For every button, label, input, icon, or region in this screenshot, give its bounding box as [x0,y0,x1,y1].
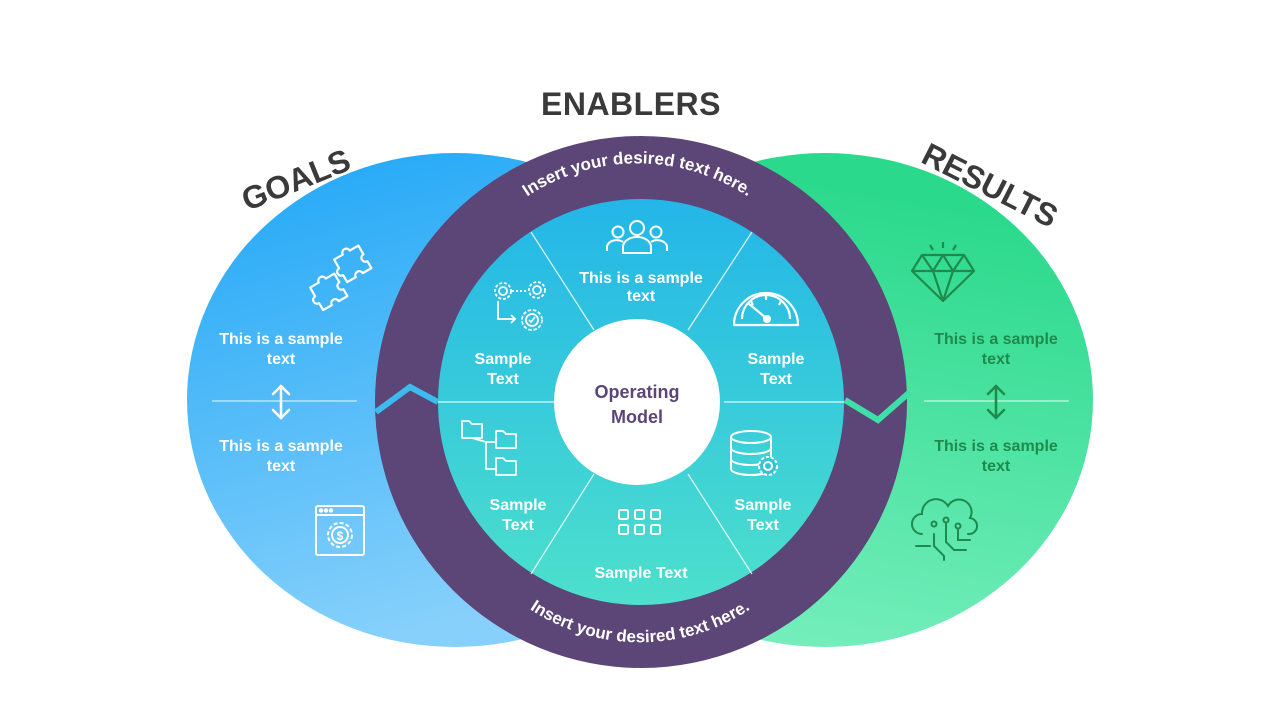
segment-lower-left-text-line1: Sample [490,497,547,514]
heading-enablers: ENABLERS [541,86,721,122]
svg-text:$: $ [337,529,344,543]
diamond-icon [910,242,976,303]
segment-upper-left-text-line2: Text [487,371,519,388]
segment-upper-left-text-line1: Sample [475,351,532,368]
segment-upper-right-text-line1: Sample [748,351,805,368]
left-zigzag [374,383,440,415]
center-label-line1: Operating [594,382,679,402]
speedometer-icon [732,291,800,327]
gears-process-icon [494,281,546,331]
segment-dividers [438,231,844,575]
results-double-arrow-icon [986,384,1006,420]
results-bottom-text-line1: This is a sample [934,438,1058,455]
goals-bottom-text-line1: This is a sample [219,438,343,455]
center-circle [554,319,720,485]
results-top-text-line2: text [982,351,1011,368]
team-icon [606,220,668,254]
goals-double-arrow-icon [271,384,291,420]
goals-top-text-line2: text [267,351,296,368]
goals-bottom-text-line2: text [267,458,296,475]
settings-dollar-window-icon: $ [315,505,365,556]
results-top-text-line1: This is a sample [934,331,1058,348]
folder-tree-icon [461,420,517,476]
cloud-circuit-icon [911,498,979,561]
segment-lower-left-text-line2: Text [502,517,534,534]
segment-lower-right-text-line2: Text [747,517,779,534]
segment-top-text-line2: text [627,288,656,305]
segment-lower-right-text-line1: Sample [735,497,792,514]
goals-top-text-line1: This is a sample [219,331,343,348]
segment-upper-right-text-line2: Text [760,371,792,388]
results-bottom-text-line2: text [982,458,1011,475]
segment-bottom-text: Sample Text [594,565,688,582]
segment-top-text-line1: This is a sample [579,270,703,287]
puzzle-icon [309,244,373,312]
grid-icon [618,509,661,535]
right-zigzag [843,389,912,424]
center-label-line2: Model [611,407,663,427]
database-gear-icon [730,430,778,476]
